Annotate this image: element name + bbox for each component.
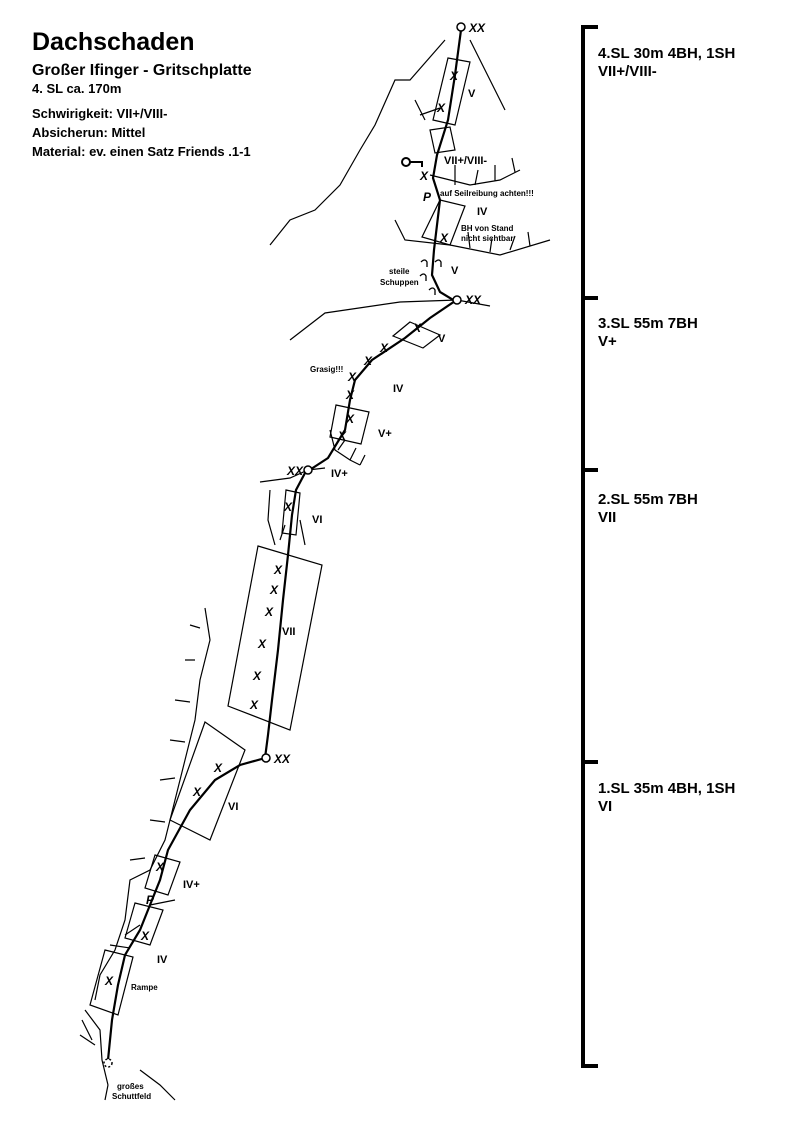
svg-text:X: X xyxy=(283,500,293,514)
svg-text:X: X xyxy=(337,429,347,443)
svg-text:VI: VI xyxy=(228,801,238,813)
svg-text:X: X xyxy=(252,669,262,683)
pitch-1-grade: VI xyxy=(598,798,612,815)
svg-text:X: X xyxy=(273,563,283,577)
belay-stations xyxy=(103,22,466,1068)
svg-text:X: X xyxy=(439,231,449,245)
svg-text:Schuppen: Schuppen xyxy=(380,278,419,287)
svg-text:X: X xyxy=(347,370,357,384)
svg-text:XX: XX xyxy=(464,293,482,307)
svg-text:IV+: IV+ xyxy=(331,468,348,480)
pitch-4-grade: VII+/VIII- xyxy=(598,63,657,80)
svg-text:nicht sichtbar: nicht sichtbar xyxy=(461,234,513,243)
svg-text:X: X xyxy=(419,169,429,183)
svg-text:VI: VI xyxy=(312,514,322,526)
svg-text:VII+/VIII-: VII+/VIII- xyxy=(444,155,487,167)
pitch-2-grade: VII xyxy=(598,509,616,526)
svg-text:VII: VII xyxy=(282,626,295,638)
svg-text:X: X xyxy=(449,69,459,83)
svg-text:XX: XX xyxy=(468,21,486,35)
route-line xyxy=(106,29,463,1061)
svg-text:Grasig!!!: Grasig!!! xyxy=(310,365,343,374)
svg-text:X: X xyxy=(155,860,165,874)
svg-text:IV+: IV+ xyxy=(183,879,200,891)
rock-features xyxy=(79,39,551,1101)
pitch-3-grade: V+ xyxy=(598,333,617,350)
grade-labels: V VII+/VIII- IV V V IV V+ IV+ VI VII VI … xyxy=(157,88,488,966)
rappel-anchor-icon xyxy=(401,157,423,167)
svg-text:X: X xyxy=(249,698,259,712)
svg-text:V: V xyxy=(468,88,476,100)
svg-text:X: X xyxy=(412,321,422,335)
route-length: 4. SL ca. 170m xyxy=(32,81,122,96)
svg-text:IV: IV xyxy=(157,954,168,966)
svg-text:XX: XX xyxy=(273,752,291,766)
pitch-1-label: 1.SL 35m 4BH, 1SH xyxy=(598,780,735,797)
pitch-4-label: 4.SL 30m 4BH, 1SH xyxy=(598,45,735,62)
route-title: Dachschaden xyxy=(32,28,195,56)
svg-text:XX: XX xyxy=(286,464,304,478)
route-material: Material: ev. einen Satz Friends .1-1 xyxy=(32,144,251,159)
svg-text:auf Seilreibung achten!!!: auf Seilreibung achten!!! xyxy=(440,189,534,198)
svg-text:V: V xyxy=(451,265,459,277)
pitch-2-label: 2.SL 55m 7BH xyxy=(598,491,698,508)
svg-text:Schuttfeld: Schuttfeld xyxy=(112,1092,151,1101)
route-location: Großer Ifinger - Gritschplatte xyxy=(32,62,252,79)
route-difficulty: Schwirigkeit: VII+/VIII- xyxy=(32,106,168,121)
svg-text:Rampe: Rampe xyxy=(131,983,158,992)
svg-text:X: X xyxy=(379,341,389,355)
svg-text:BH von Stand: BH von Stand xyxy=(461,224,514,233)
svg-text:X: X xyxy=(436,101,446,115)
svg-text:V: V xyxy=(438,333,446,345)
svg-text:X: X xyxy=(345,412,355,426)
svg-text:X: X xyxy=(257,637,267,651)
svg-text:X: X xyxy=(363,354,373,368)
svg-text:X: X xyxy=(269,583,279,597)
svg-text:X: X xyxy=(264,605,274,619)
svg-text:P: P xyxy=(423,190,432,204)
pitch-scale-bar xyxy=(581,25,598,1068)
svg-text:X: X xyxy=(213,761,223,775)
svg-text:X: X xyxy=(345,388,355,402)
svg-text:V+: V+ xyxy=(378,428,392,440)
svg-text:steile: steile xyxy=(389,267,410,276)
bolt-marks: X X X X X X X X X X X X X X X X X X X X … xyxy=(104,69,459,988)
svg-text:P: P xyxy=(146,893,155,907)
svg-text:IV: IV xyxy=(393,383,404,395)
svg-text:großes: großes xyxy=(117,1082,144,1091)
svg-text:X: X xyxy=(104,974,114,988)
topo-notes: auf Seilreibung achten!!! BH von Stand n… xyxy=(112,189,534,1101)
pitch-3-label: 3.SL 55m 7BH xyxy=(598,315,698,332)
svg-text:IV: IV xyxy=(477,206,488,218)
belay-labels: XX XX XX XX xyxy=(273,21,486,766)
pitch-labels: 4.SL 30m 4BH, 1SH VII+/VIII- 3.SL 55m 7B… xyxy=(598,45,735,815)
route-protection: Absicherun: Mittel xyxy=(32,125,146,140)
svg-text:X: X xyxy=(140,929,150,943)
svg-text:X: X xyxy=(192,785,202,799)
